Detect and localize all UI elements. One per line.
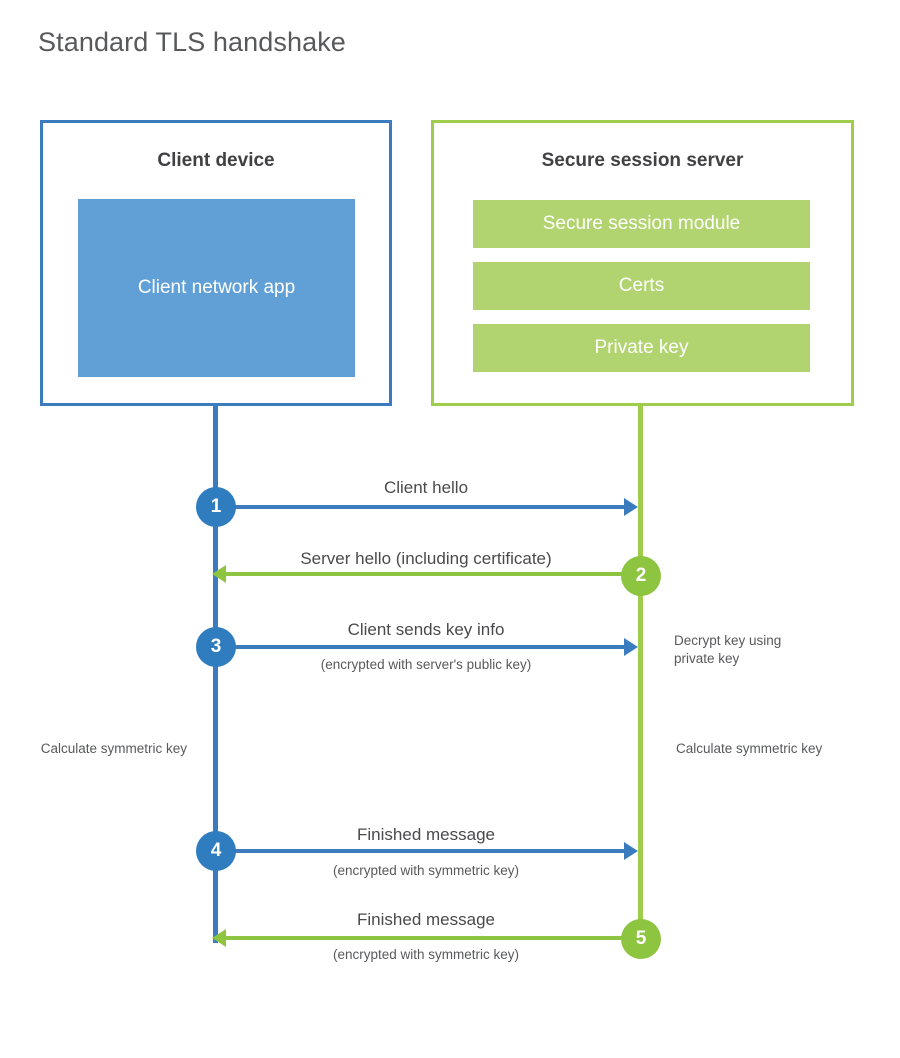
step-3-arrow-line [216,645,624,649]
step-3-label: Client sends key info [347,620,505,639]
server-components-list: Secure session module Certs Private key [473,200,810,386]
step-4-badge[interactable]: 4 [196,831,236,871]
step-1-badge[interactable]: 1 [196,487,236,527]
step-3-badge[interactable]: 3 [196,627,236,667]
step-2-arrow-line [224,572,624,576]
server-lifeline [638,403,643,939]
step-2-badge[interactable]: 2 [621,556,661,596]
client-network-app-block: Client network app [78,199,355,377]
step-3-arrow-head-icon [624,638,638,656]
step-2-arrow-head-icon [212,565,226,583]
step-5-arrow-line [224,936,624,940]
page-title: Standard TLS handshake [38,27,346,57]
client-device-box: Client device Client network app [40,120,392,406]
step-4-arrow-line [216,849,624,853]
step-4-arrow-head-icon [624,842,638,860]
step-1-arrow-line [216,505,624,509]
server-calculate-symmetric-key-note: Calculate symmetric key [676,741,823,756]
server-decrypt-note: Decrypt key using private key [674,633,782,667]
step-1-label: Client hello [383,478,469,497]
step-1-arrow-head-icon [624,498,638,516]
client-device-title: Client device [157,150,275,171]
client-network-app-label: Client network app [137,277,296,299]
step-5-badge[interactable]: 5 [621,919,661,959]
client-lifeline [213,403,218,943]
client-calculate-symmetric-key-note: Calculate symmetric key [40,741,187,756]
step-2-label: Server hello (including certificate) [300,549,552,568]
secure-session-server-title: Secure session server [541,150,744,171]
step-4-sublabel: (encrypted with symmetric key) [332,863,520,878]
server-component-certs: Certs [473,262,810,310]
step-5-sublabel: (encrypted with symmetric key) [332,947,520,962]
server-component-secure-session-module: Secure session module [473,200,810,248]
secure-session-server-box: Secure session server Secure session mod… [431,120,854,406]
step-4-label: Finished message [357,825,495,844]
step-5-arrow-head-icon [212,929,226,947]
step-5-label: Finished message [357,910,495,929]
server-component-private-key: Private key [473,324,810,372]
step-3-sublabel: (encrypted with server's public key) [320,657,532,672]
